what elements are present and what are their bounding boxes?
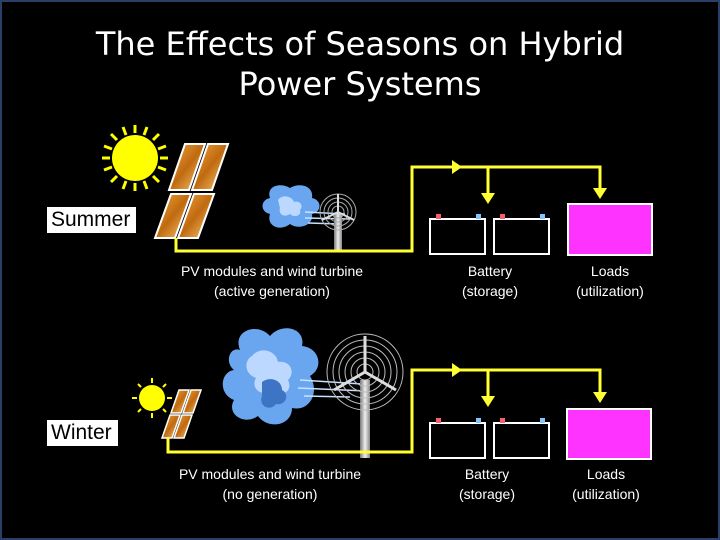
caption-line: (utilization) (572, 486, 640, 502)
load-box (566, 408, 652, 460)
wind-turbine-icon (319, 193, 357, 252)
pv-modules-icon (160, 389, 203, 439)
caption-line: (utilization) (576, 283, 644, 299)
summer-label: Summer (47, 207, 137, 233)
title-line-2: Power Systems (238, 65, 482, 103)
wind-turbine-icon (326, 333, 404, 458)
sun-icon (132, 378, 172, 418)
battery-icon (429, 418, 550, 459)
summer-battery-caption: Battery (storage) (440, 261, 540, 301)
caption-line: (storage) (461, 283, 519, 299)
wind-cloud-icon (222, 328, 367, 425)
caption-line: (no generation) (222, 486, 318, 502)
page-title: The Effects of Seasons on Hybrid Power S… (60, 24, 660, 104)
summer-loads-caption: Loads (utilization) (560, 261, 660, 301)
arrow-right-icon (452, 363, 462, 377)
arrow-right-icon (452, 160, 462, 174)
caption-line: PV modules and wind turbine (178, 466, 362, 482)
winter-label: Winter (47, 420, 118, 446)
winter-generation-caption: PV modules and wind turbine (no generati… (148, 464, 392, 504)
arrow-down-icon (481, 396, 495, 407)
sun-icon (102, 125, 168, 191)
arrow-down-icon (593, 392, 607, 403)
caption-line: Battery (464, 466, 510, 482)
caption-line: Loads (586, 466, 626, 482)
caption-line: Loads (590, 263, 630, 279)
winter-battery-caption: Battery (storage) (437, 464, 537, 504)
winter-wires (166, 368, 602, 454)
caption-line: (storage) (458, 486, 516, 502)
load-box (567, 203, 653, 256)
battery-icon (429, 214, 550, 255)
winter-system (132, 328, 652, 460)
caption-line: PV modules and wind turbine (180, 263, 364, 279)
summer-system (102, 125, 653, 256)
arrow-down-icon (593, 188, 607, 199)
summer-arrows (452, 160, 607, 204)
winter-loads-caption: Loads (utilization) (556, 464, 656, 504)
summer-generation-caption: PV modules and wind turbine (active gene… (150, 261, 394, 301)
caption-line: (active generation) (214, 283, 330, 299)
summer-wires (174, 165, 602, 253)
title-line-1: The Effects of Seasons on Hybrid (95, 25, 625, 63)
winter-arrows (452, 363, 607, 407)
arrow-down-icon (481, 193, 495, 204)
caption-line: Battery (467, 263, 513, 279)
